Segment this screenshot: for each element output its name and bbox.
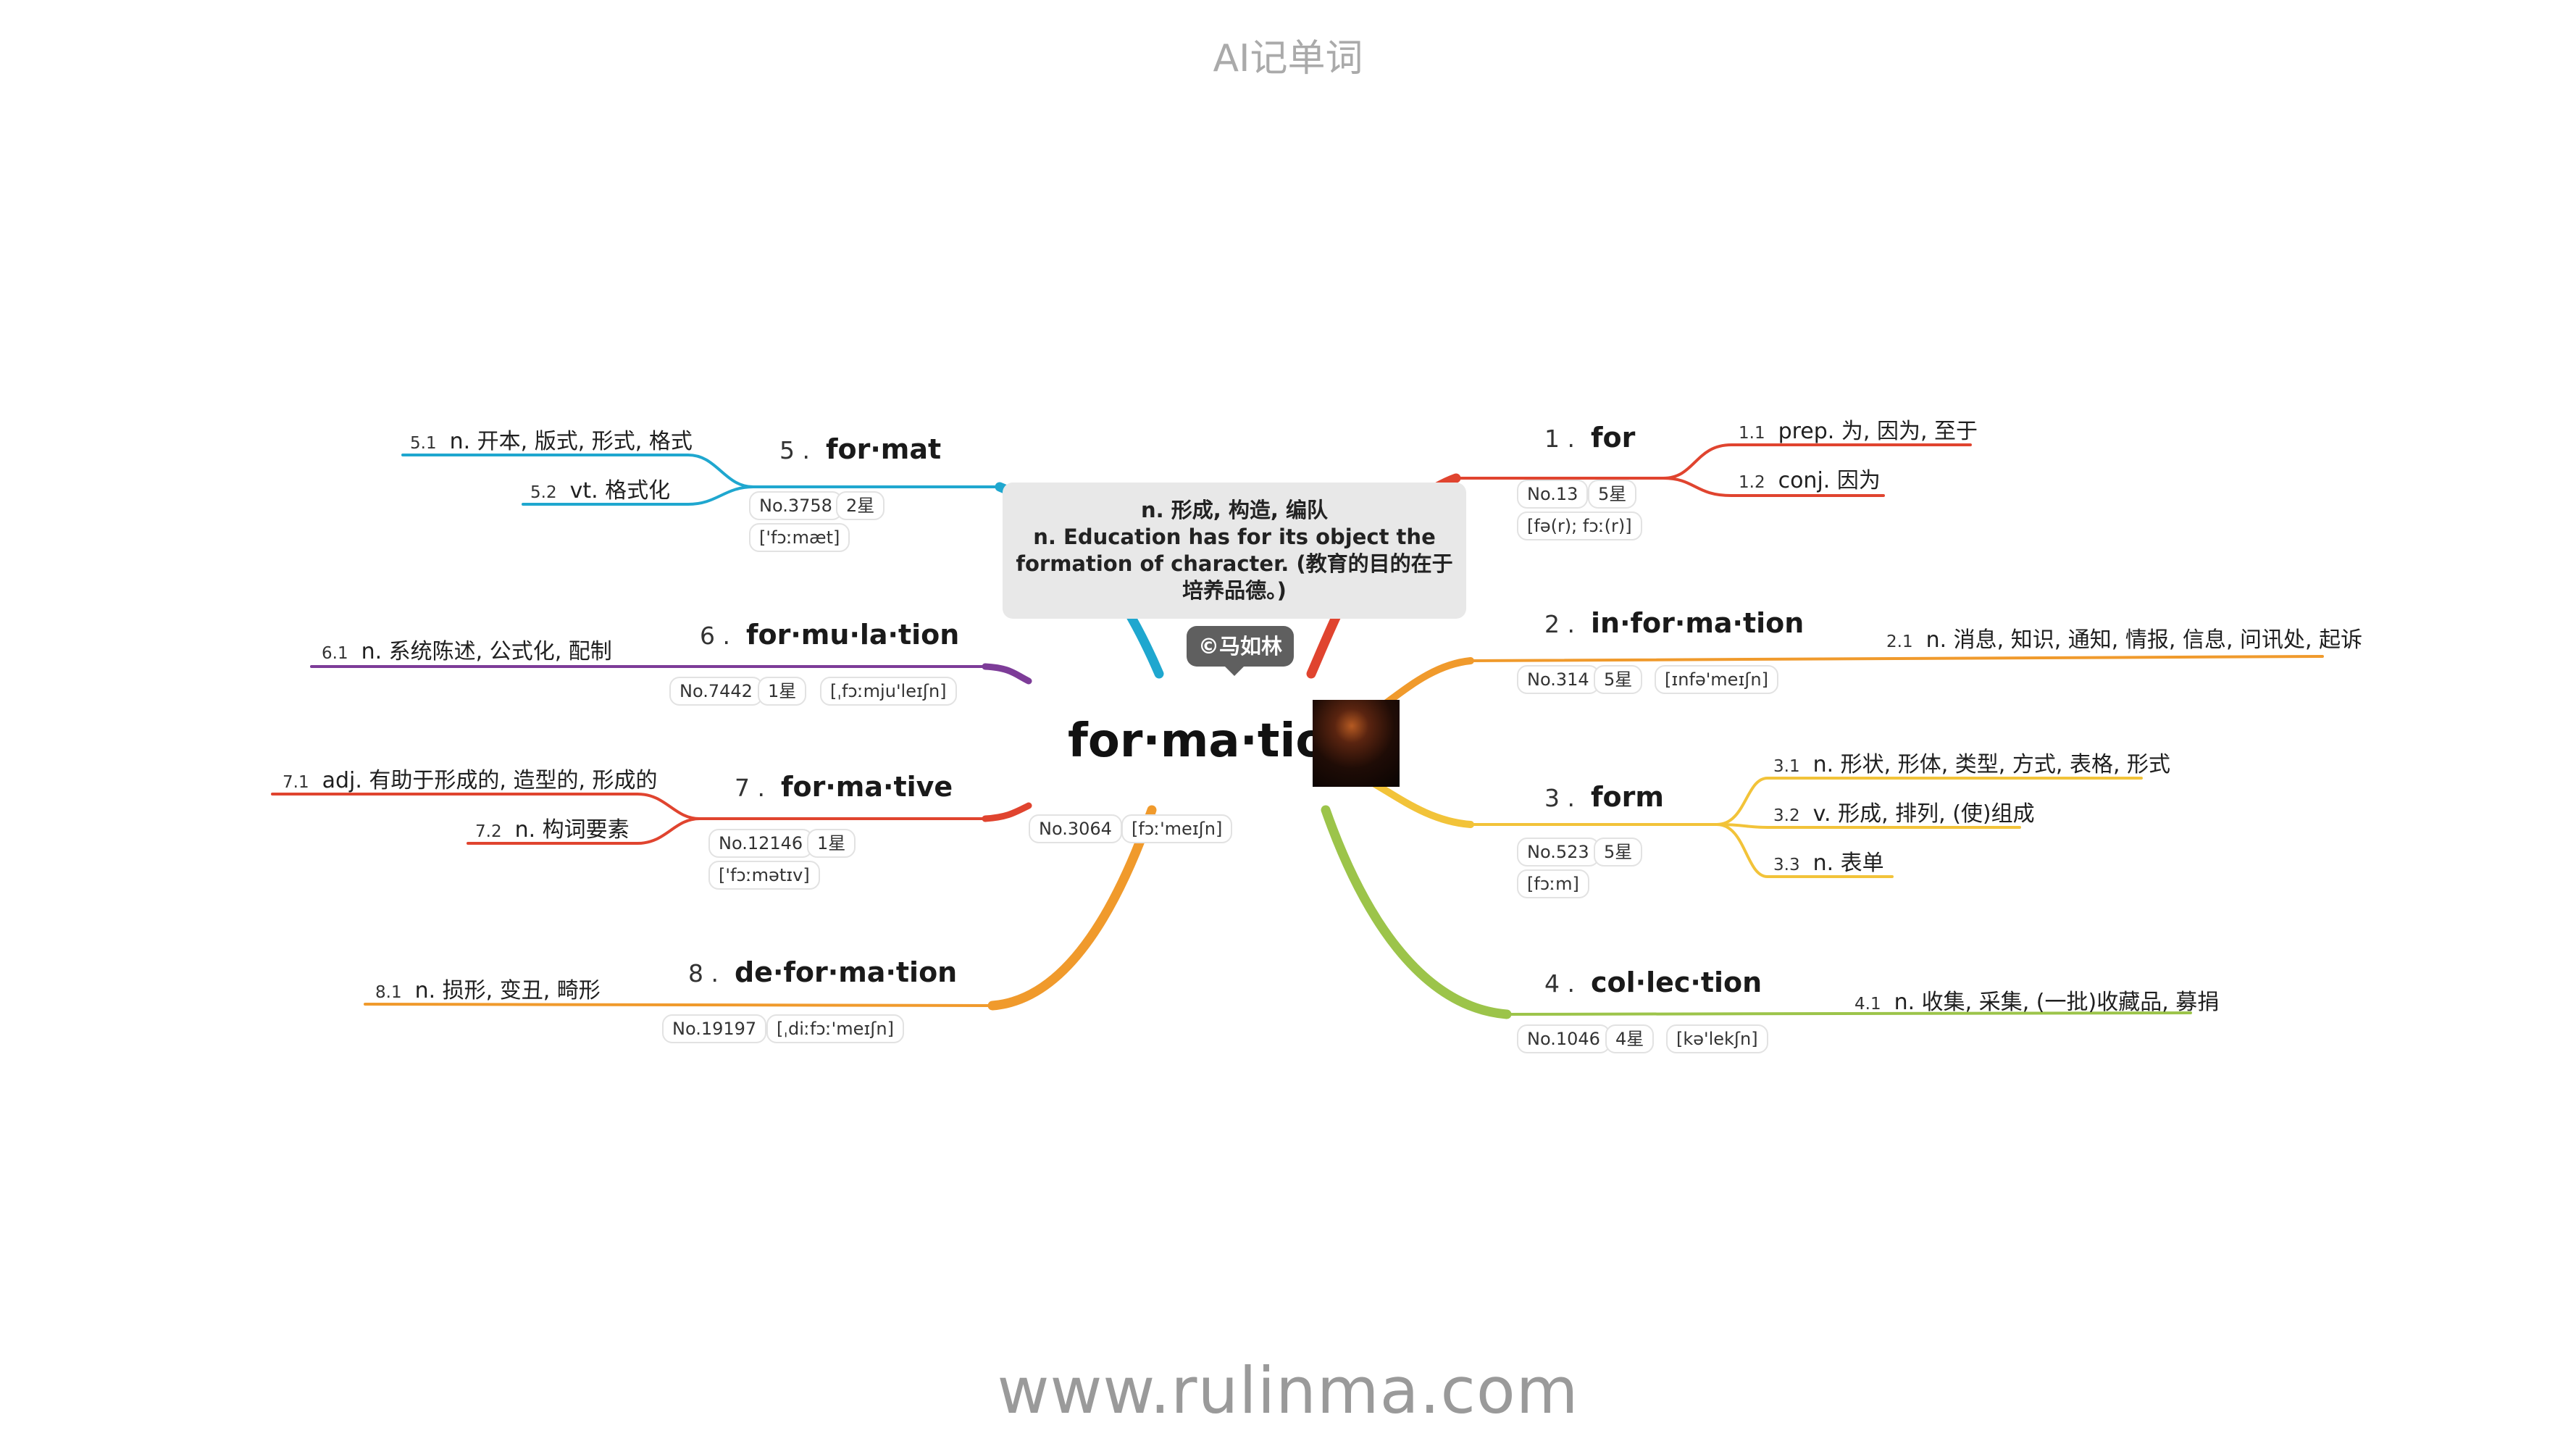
star-badge: 1星 xyxy=(807,829,856,858)
topic-word: de·for·ma·tion xyxy=(734,956,958,988)
phonetic-badge: [ɪnfə'meɪʃn] xyxy=(1655,665,1779,694)
phonetic-badge: [fɔːm] xyxy=(1517,869,1589,898)
topic-for[interactable]: 1 . for xyxy=(1544,422,1635,454)
topic-word: for xyxy=(1590,422,1636,454)
topic-word: for·ma·tive xyxy=(780,771,953,803)
topic-format[interactable]: 5 . for·mat xyxy=(779,433,941,465)
topic-form[interactable]: 3 . form xyxy=(1544,781,1664,813)
topic-information[interactable]: 2 . in·for·ma·tion xyxy=(1544,607,1804,639)
rank-badge: No.314 xyxy=(1517,665,1599,694)
sense-link-1-2 xyxy=(1662,477,1885,497)
phonetic-badge: [fə(r); fɔː(r)] xyxy=(1517,511,1642,540)
rank-badge: No.12146 xyxy=(708,829,814,858)
footer-url: www.rulinma.com xyxy=(997,1353,1579,1428)
rank-badge: No.1046 xyxy=(1517,1024,1610,1053)
topic-index: 4 . xyxy=(1544,969,1575,998)
star-badge: 5星 xyxy=(1594,838,1643,867)
rank-badge: No.13 xyxy=(1517,480,1589,509)
topic-index: 6 . xyxy=(700,622,730,650)
topic-underline-8 xyxy=(364,1003,994,1007)
sense-link-3-2 xyxy=(1715,823,2021,829)
sense-link-5-1 xyxy=(401,454,755,488)
branch-connector-6 xyxy=(982,663,1032,685)
phonetic-badge: [ˌfɔːmju'leɪʃn] xyxy=(820,677,957,706)
callout-definition: n. 形成, 构造, 编队 xyxy=(1141,498,1328,522)
topic-index: 2 . xyxy=(1544,610,1575,638)
topic-index: 7 . xyxy=(735,774,765,802)
author-badge: ©马如林 xyxy=(1187,626,1295,667)
topic-word: for·mu·la·tion xyxy=(745,619,960,651)
topic-deformation[interactable]: 8 . de·for·ma·tion xyxy=(688,956,957,988)
topic-word: col·lec·tion xyxy=(1590,966,1762,998)
sense-link-5-2 xyxy=(522,485,755,506)
header-title: AI记单词 xyxy=(1213,37,1363,80)
center-rank: No.3064 xyxy=(1029,814,1122,843)
sense-link-7-1 xyxy=(271,793,701,820)
callout-example: n. Education has for its object the form… xyxy=(1016,525,1453,603)
sense-link-1-1 xyxy=(1662,443,1972,480)
sense-link-7-2 xyxy=(467,817,701,845)
rank-badge: No.19197 xyxy=(662,1014,767,1043)
topic-index: 8 . xyxy=(688,959,719,987)
definition-callout: n. 形成, 构造, 编队 n. Education has for its o… xyxy=(1003,483,1466,619)
topic-word: for·mat xyxy=(825,433,942,465)
topic-index: 3 . xyxy=(1544,784,1575,812)
phonetic-badge: [ˌdiːfɔː'meɪʃn] xyxy=(766,1014,904,1043)
topic-formulation[interactable]: 6 . for·mu·la·tion xyxy=(700,619,959,651)
branch-connector-8 xyxy=(987,805,1157,1011)
phonetic-badge: [kə'lekʃn] xyxy=(1666,1024,1768,1053)
star-badge: 4星 xyxy=(1605,1024,1655,1053)
star-badge: 1星 xyxy=(758,677,807,706)
topic-underline-2 xyxy=(1469,655,2324,662)
branch-connector-4 xyxy=(1321,805,1512,1019)
topic-index: 1 . xyxy=(1544,425,1575,453)
center-phonetic: [fɔː'meɪʃn] xyxy=(1121,814,1233,843)
topic-index: 5 . xyxy=(779,436,810,464)
branch-connector-7 xyxy=(982,802,1032,822)
phonetic-badge: ['fɔːmæt] xyxy=(749,523,850,552)
topic-collection[interactable]: 4 . col·lec·tion xyxy=(1544,966,1762,998)
center-image xyxy=(1313,700,1400,787)
author-badge-pointer xyxy=(1224,666,1245,676)
sense-link-3-1 xyxy=(1715,777,2143,826)
topic-formative[interactable]: 7 . for·ma·tive xyxy=(735,771,953,803)
topic-word: in·for·ma·tion xyxy=(1590,607,1805,639)
topic-word: form xyxy=(1590,781,1664,813)
star-badge: 5星 xyxy=(1588,480,1637,509)
star-badge: 5星 xyxy=(1594,665,1643,694)
sense-link-3-3 xyxy=(1715,823,1894,878)
phonetic-badge: ['fɔːmətɪv] xyxy=(708,861,820,890)
rank-badge: No.7442 xyxy=(669,677,763,706)
center-word: for·ma·tion xyxy=(1068,714,1360,768)
topic-underline-4 xyxy=(1505,1011,2192,1016)
rank-badge: No.523 xyxy=(1517,838,1599,867)
star-badge: 2星 xyxy=(836,491,885,520)
rank-badge: No.3758 xyxy=(749,491,842,520)
